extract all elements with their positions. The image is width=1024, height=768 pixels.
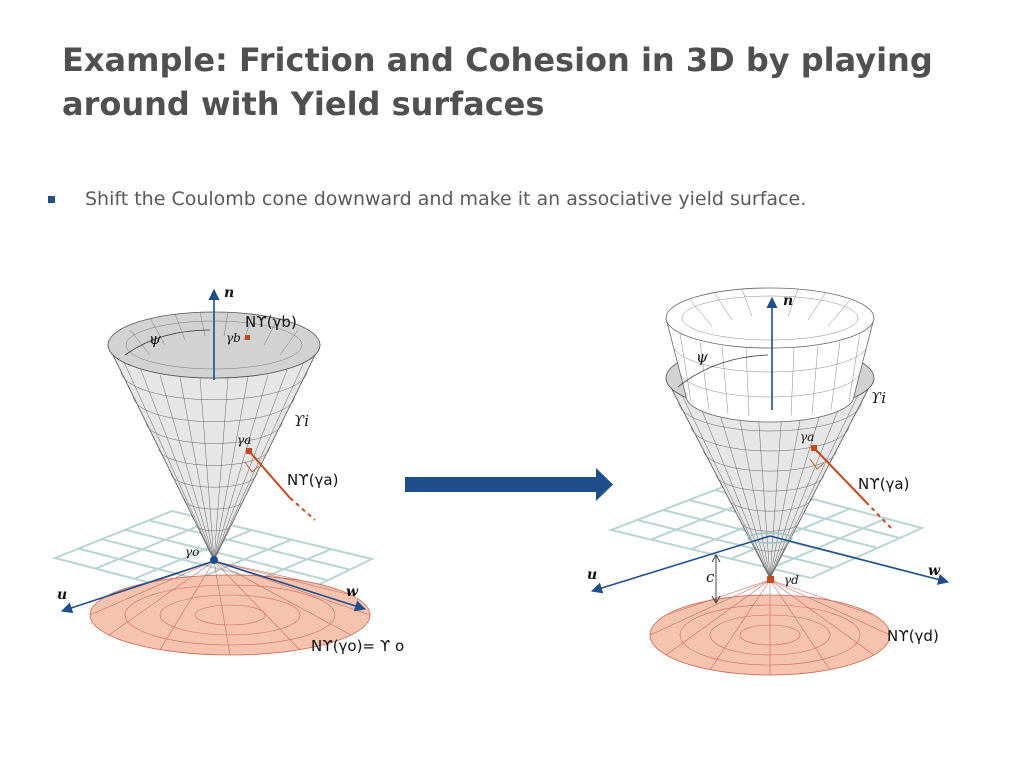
left-label-normal-b: Nϒ(γb) <box>245 313 297 331</box>
left-normal-vector-a <box>248 450 291 499</box>
left-label-normal-o: Nϒ(γo)= ϒ o <box>311 637 404 655</box>
right-axes <box>590 296 950 594</box>
left-label-w: w <box>346 584 359 600</box>
right-label-u: u <box>587 567 597 583</box>
right-label-surface: ϒi <box>871 389 886 407</box>
right-label-n: n <box>783 293 793 309</box>
right-label-point-a: γa <box>800 430 814 444</box>
bullet-item: Shift the Coulomb cone downward and make… <box>48 188 948 210</box>
left-axis-u <box>60 560 215 614</box>
right-cohesion-marker <box>711 554 721 604</box>
right-point-d <box>767 576 774 583</box>
transition-arrow <box>405 468 613 501</box>
right-original-cone-outline <box>665 287 875 423</box>
right-normal-cone <box>649 579 891 676</box>
left-label-surface: ϒi <box>294 412 309 430</box>
left-normal-vector-a-dashed <box>289 497 316 521</box>
right-normal-vector-a <box>813 447 867 503</box>
left-label-point-a: γa <box>237 433 251 447</box>
bullet-text: Shift the Coulomb cone downward and make… <box>85 188 807 210</box>
left-psi-arc <box>124 329 211 356</box>
left-point-o <box>210 556 218 564</box>
left-point-b <box>245 335 250 340</box>
bullet-marker <box>48 195 55 203</box>
right-label-point-d: γd <box>784 573 799 587</box>
left-axis-w <box>213 560 367 612</box>
left-label-psi: ψ <box>149 330 161 348</box>
left-normal-cone <box>89 560 371 656</box>
right-label-cohesion: c <box>706 568 715 586</box>
right-axis-w <box>769 535 950 585</box>
right-normal-vector-a-tick <box>809 458 825 470</box>
left-diagram: n u w ψ ϒi γb γa γo Nϒ(γb) Nϒ(γa) Nϒ(γo)… <box>51 285 404 656</box>
left-label-point-o: γo <box>185 545 199 559</box>
right-point-a <box>811 445 817 451</box>
left-label-point-b: γb <box>226 331 241 345</box>
left-point-a <box>246 448 252 454</box>
right-normal-vector-a-dashed <box>865 501 892 529</box>
right-axis-u <box>590 535 771 594</box>
right-label-normal-d: Nϒ(γd) <box>887 627 939 645</box>
right-label-psi: ψ <box>696 348 708 366</box>
right-diagram: n u w ψ ϒi γa γd c Nϒ(γa) Nϒ(γd) <box>587 287 950 676</box>
left-label-u: u <box>57 587 67 603</box>
right-label-w: w <box>928 563 941 579</box>
left-axes <box>60 288 367 614</box>
left-label-n: n <box>224 285 234 301</box>
left-label-normal-a: Nϒ(γa) <box>287 471 338 489</box>
left-normal-vector-a-tick <box>244 461 260 473</box>
right-psi-arc <box>677 354 769 388</box>
slide-title: Example: Friction and Cohesion in 3D by … <box>62 41 933 123</box>
right-label-normal-a: Nϒ(γa) <box>858 475 909 493</box>
